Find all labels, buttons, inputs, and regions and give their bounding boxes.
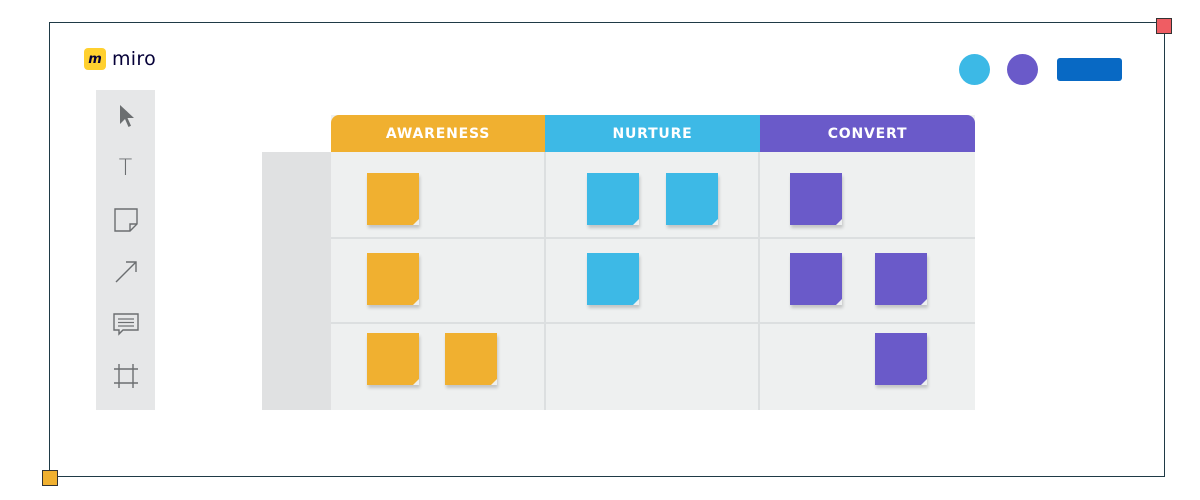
sticky-note[interactable] — [875, 253, 927, 305]
text-tool-button[interactable]: T — [96, 142, 155, 194]
row-divider — [331, 237, 975, 239]
select-cursor-icon — [119, 105, 134, 127]
kanban-board: AWARENESS NURTURE CONVERT — [331, 115, 975, 410]
sticky-note[interactable] — [367, 253, 419, 305]
sticky-note[interactable] — [367, 173, 419, 225]
row-divider — [331, 322, 975, 324]
share-button[interactable] — [1057, 58, 1122, 81]
sticky-note[interactable] — [790, 253, 842, 305]
sticky-note[interactable] — [875, 333, 927, 385]
column-header-nurture[interactable]: NURTURE — [545, 115, 760, 152]
sticky-note[interactable] — [367, 333, 419, 385]
arrow-line-icon — [115, 261, 137, 283]
miro-logo: m miro — [84, 48, 156, 70]
sticky-note[interactable] — [790, 173, 842, 225]
sticky-note[interactable] — [587, 253, 639, 305]
frame-resize-handle-bottom-left[interactable] — [42, 470, 58, 486]
comment-icon — [112, 313, 139, 336]
comment-tool-button[interactable] — [96, 298, 155, 350]
logo-text: miro — [112, 48, 157, 70]
sticky-note[interactable] — [587, 173, 639, 225]
collaborator-avatar[interactable] — [1007, 54, 1038, 85]
frame-icon — [113, 364, 138, 388]
collaborator-avatar[interactable] — [959, 54, 990, 85]
column-header-convert[interactable]: CONVERT — [760, 115, 975, 152]
board-frame — [49, 22, 1165, 477]
column-divider — [758, 152, 760, 410]
column-divider — [544, 152, 546, 410]
text-tool-icon: T — [118, 155, 133, 181]
select-tool-button[interactable] — [96, 90, 155, 142]
sticky-note-tool-button[interactable] — [96, 194, 155, 246]
miro-logo-icon: m — [84, 48, 106, 70]
column-header-awareness[interactable]: AWARENESS — [331, 115, 545, 152]
frame-tool-button[interactable] — [96, 350, 155, 402]
line-tool-button[interactable] — [96, 246, 155, 298]
row-header-column — [262, 152, 332, 410]
sticky-note-icon — [113, 208, 138, 232]
sticky-note[interactable] — [666, 173, 718, 225]
frame-resize-handle-top-right[interactable] — [1156, 18, 1172, 34]
left-toolbar: T — [96, 90, 155, 410]
sticky-note[interactable] — [445, 333, 497, 385]
